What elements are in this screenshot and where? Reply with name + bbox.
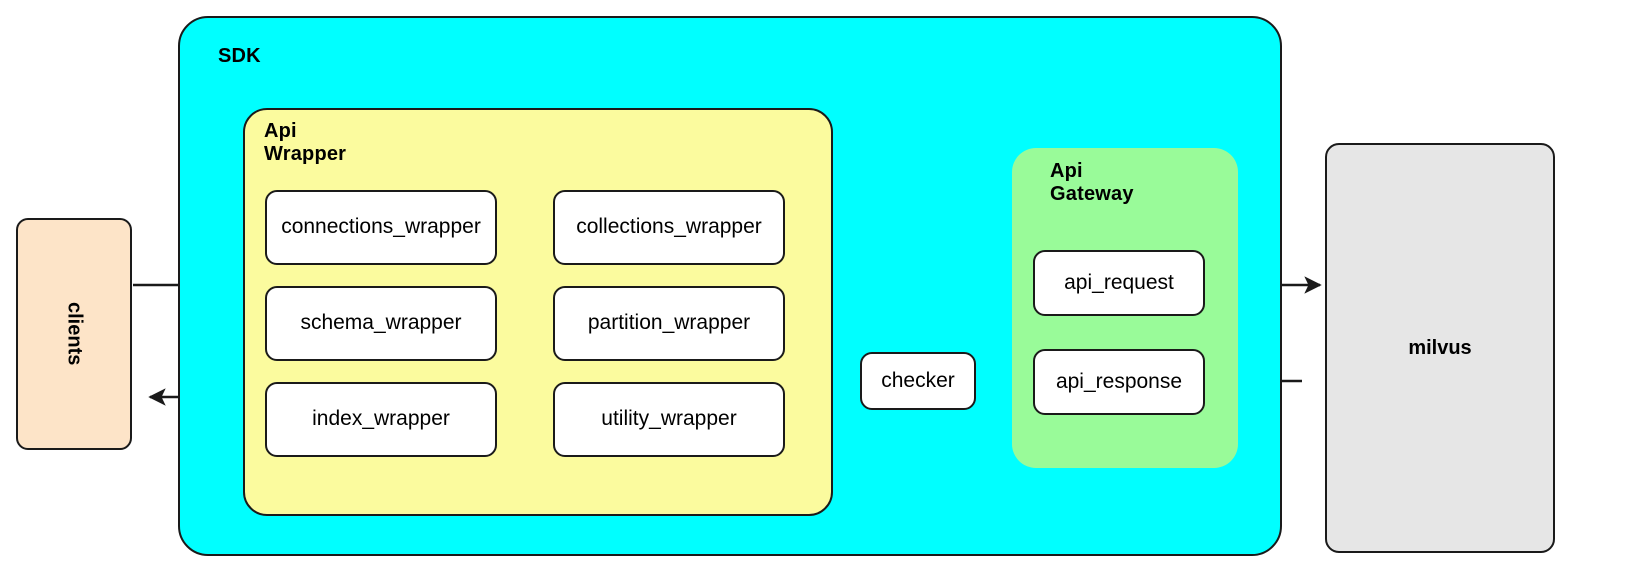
node-api-request[interactable]: api_request: [1033, 250, 1205, 316]
node-api-response[interactable]: api_response: [1033, 349, 1205, 415]
node-clients[interactable]: clients: [16, 218, 132, 450]
node-checker[interactable]: checker: [860, 352, 976, 410]
node-connections-wrapper[interactable]: connections_wrapper: [265, 190, 497, 265]
container-sdk-label: SDK: [218, 45, 261, 67]
node-partition-wrapper[interactable]: partition_wrapper: [553, 286, 785, 361]
node-utility-wrapper[interactable]: utility_wrapper: [553, 382, 785, 457]
node-schema-wrapper[interactable]: schema_wrapper: [265, 286, 497, 361]
node-collections-wrapper[interactable]: collections_wrapper: [553, 190, 785, 265]
node-clients-label: clients: [63, 302, 86, 366]
container-api-wrapper-label: Api Wrapper: [264, 120, 347, 165]
node-index-wrapper[interactable]: index_wrapper: [265, 382, 497, 457]
node-milvus[interactable]: milvus: [1325, 143, 1555, 553]
container-api-gateway-label: Api Gateway: [1050, 160, 1134, 205]
